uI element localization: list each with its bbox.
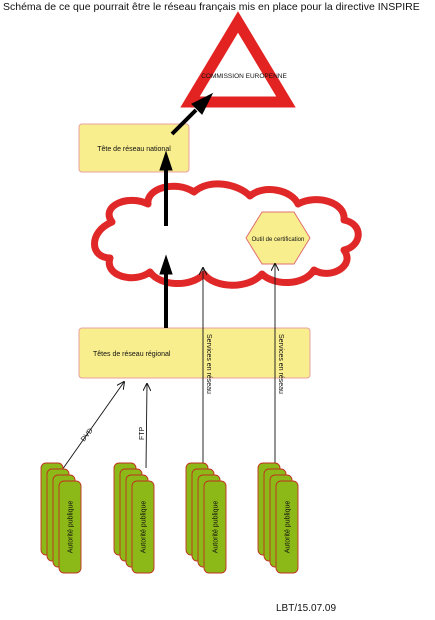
public-authority-stacks: Autorité publique Autorité publique Autori… bbox=[40, 462, 299, 574]
commission-label: COMMISSION EUROPENNE bbox=[201, 73, 287, 80]
arrow-regional-to-cloud-head bbox=[159, 254, 173, 275]
diagram-title: Schéma de ce que pourrait être le réseau… bbox=[3, 1, 420, 13]
network-services-label-1: Services en réseau bbox=[205, 334, 212, 394]
ftp-link bbox=[146, 384, 147, 469]
public-authority-label: Autorité publique bbox=[141, 501, 148, 554]
national-head-box: Tête de réseau national bbox=[78, 123, 190, 173]
arrow-cloud-to-national-head bbox=[159, 150, 173, 171]
certification-tool-label: Outil de certification bbox=[252, 237, 305, 243]
public-authority-card bbox=[131, 480, 155, 574]
public-authority-stack: Autorité publique bbox=[113, 462, 155, 574]
regional-heads-box: Têtes de réseau régional bbox=[78, 327, 311, 379]
public-authority-card bbox=[58, 480, 82, 574]
arrow-national-to-commission bbox=[170, 108, 198, 136]
thick-arrows bbox=[159, 92, 214, 328]
public-authority-stack: Autorité publique bbox=[185, 462, 227, 574]
footer-date: LBT/15.07.09 bbox=[276, 603, 337, 614]
public-authority-label: Autorité publique bbox=[285, 501, 292, 554]
public-authority-card bbox=[275, 480, 299, 574]
network-services-label-2: Services en réseau bbox=[277, 334, 284, 394]
public-authority-label: Autorité publique bbox=[68, 501, 75, 554]
national-head-label: Tête de réseau national bbox=[97, 146, 171, 153]
commission-triangle: COMMISSION EUROPENNE bbox=[180, 11, 296, 108]
network-cloud bbox=[91, 180, 362, 289]
dvd-link bbox=[61, 382, 124, 471]
public-authority-label: Autorité publique bbox=[213, 501, 220, 554]
thin-connections bbox=[61, 264, 275, 471]
certification-tool-hexagon: Outil de certification bbox=[245, 211, 311, 265]
public-authority-stack: Autorité publique bbox=[40, 462, 82, 574]
public-authority-card bbox=[203, 480, 227, 574]
dvd-label: DVD bbox=[80, 427, 95, 443]
arrow-national-to-commission-head bbox=[191, 92, 214, 115]
regional-heads-label: Têtes de réseau régional bbox=[93, 351, 171, 358]
public-authority-stack: Autorité publique bbox=[257, 462, 299, 574]
ftp-label: FTP bbox=[139, 426, 146, 440]
